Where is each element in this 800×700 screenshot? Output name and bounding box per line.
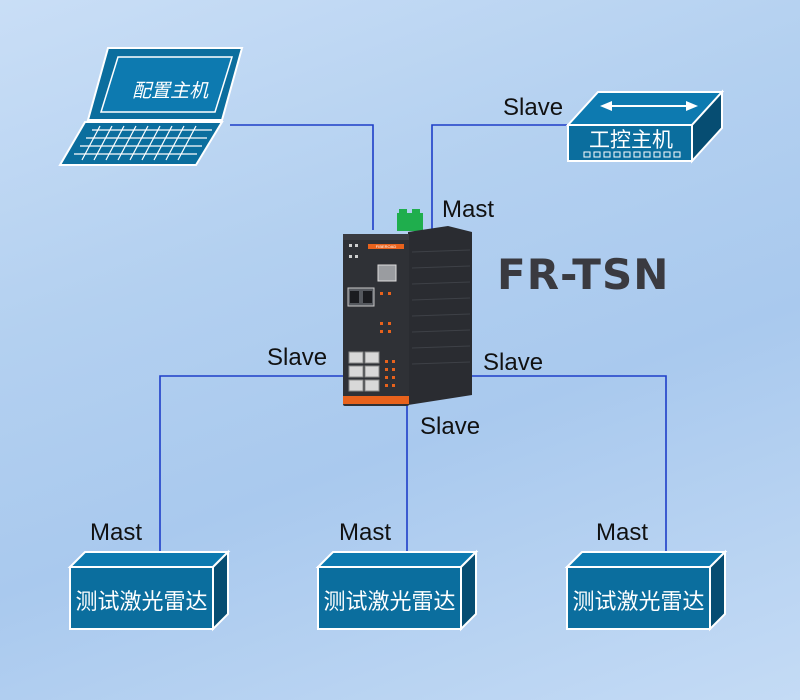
connection-lines [159,124,667,552]
device-model-title: FR-TSN [497,250,670,299]
label-master-lidar-center: Mast [339,519,392,546]
laptop-icon [58,47,244,166]
lidar-box-icon-right [564,549,728,632]
lidar-box-icon-left [67,549,231,632]
config-host-label: 配置主机 [130,80,213,102]
line-device-to-lidar-right [470,375,667,552]
lidar-label-right: 测试激光雷达 [572,590,705,615]
device-brand-label: FIBEROAD [375,244,397,249]
line-pc-to-device [431,124,568,232]
label-slave-left: Slave [267,344,328,371]
lidar-label-center: 测试激光雷达 [323,590,456,615]
industrial-switch-device [343,209,472,406]
line-laptop-to-device [230,124,374,230]
label-slave-center: Slave [420,413,481,440]
line-device-to-lidar-left [159,375,345,552]
label-master-lidar-right: Mast [596,519,649,546]
label-slave-right: Slave [483,349,544,376]
lidar-box-icon-center [315,549,479,632]
label-master-lidar-left: Mast [90,519,143,546]
label-master-device-top: Mast [442,196,495,223]
industrial-pc-label: 工控主机 [589,128,673,152]
label-slave-pc: Slave [503,94,564,121]
lidar-label-left: 测试激光雷达 [75,590,208,615]
network-switch-icon [565,89,725,164]
